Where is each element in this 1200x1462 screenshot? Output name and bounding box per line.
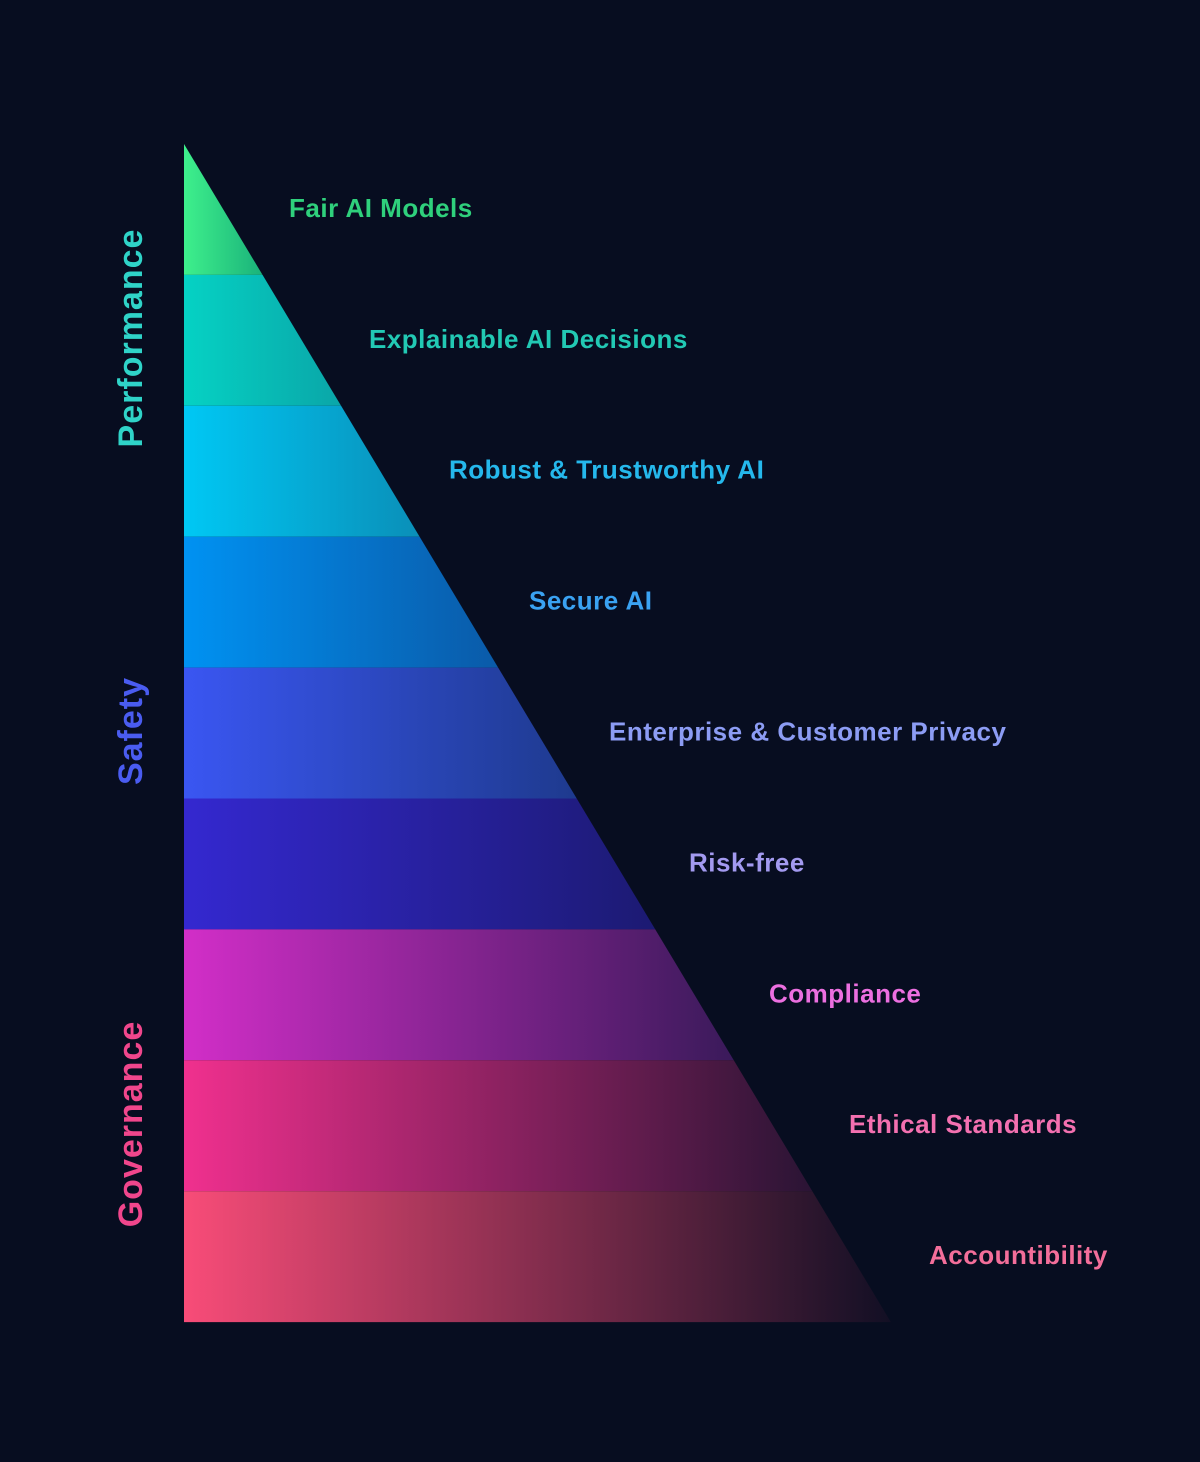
pyramid-band-enterprise-and-customer-privacy xyxy=(184,667,577,799)
tier-label-compliance: Compliance xyxy=(769,978,921,1008)
tier-label-ethical-standards: Ethical Standards xyxy=(849,1109,1077,1139)
tier-label-secure-ai: Secure AI xyxy=(529,586,652,616)
tier-label-accountibility: Accountibility xyxy=(929,1240,1108,1270)
category-label-performance: Performance xyxy=(112,229,150,448)
pyramid-band-compliance xyxy=(184,929,734,1061)
tier-label-explainable-ai-decisions: Explainable AI Decisions xyxy=(369,324,688,354)
pyramid-band-risk-free xyxy=(184,798,656,930)
pyramid-band-ethical-standards xyxy=(184,1060,813,1192)
tier-label-enterprise-and-customer-privacy: Enterprise & Customer Privacy xyxy=(609,716,1006,746)
category-label-safety: Safety xyxy=(112,677,150,785)
tier-label-risk-free: Risk-free xyxy=(689,847,805,877)
pyramid-band-robust-and-trustworthy-ai xyxy=(184,405,420,537)
pyramid-bands xyxy=(184,144,891,1323)
pyramid-band-secure-ai xyxy=(184,536,499,668)
pyramid-band-explainable-ai-decisions xyxy=(184,274,342,406)
category-label-governance: Governance xyxy=(112,1021,150,1228)
pyramid-band-fair-ai-models xyxy=(184,144,263,275)
tier-label-robust-and-trustworthy-ai: Robust & Trustworthy AI xyxy=(449,455,764,485)
tier-label-fair-ai-models: Fair AI Models xyxy=(289,193,473,223)
pyramid-band-accountibility xyxy=(184,1191,891,1323)
